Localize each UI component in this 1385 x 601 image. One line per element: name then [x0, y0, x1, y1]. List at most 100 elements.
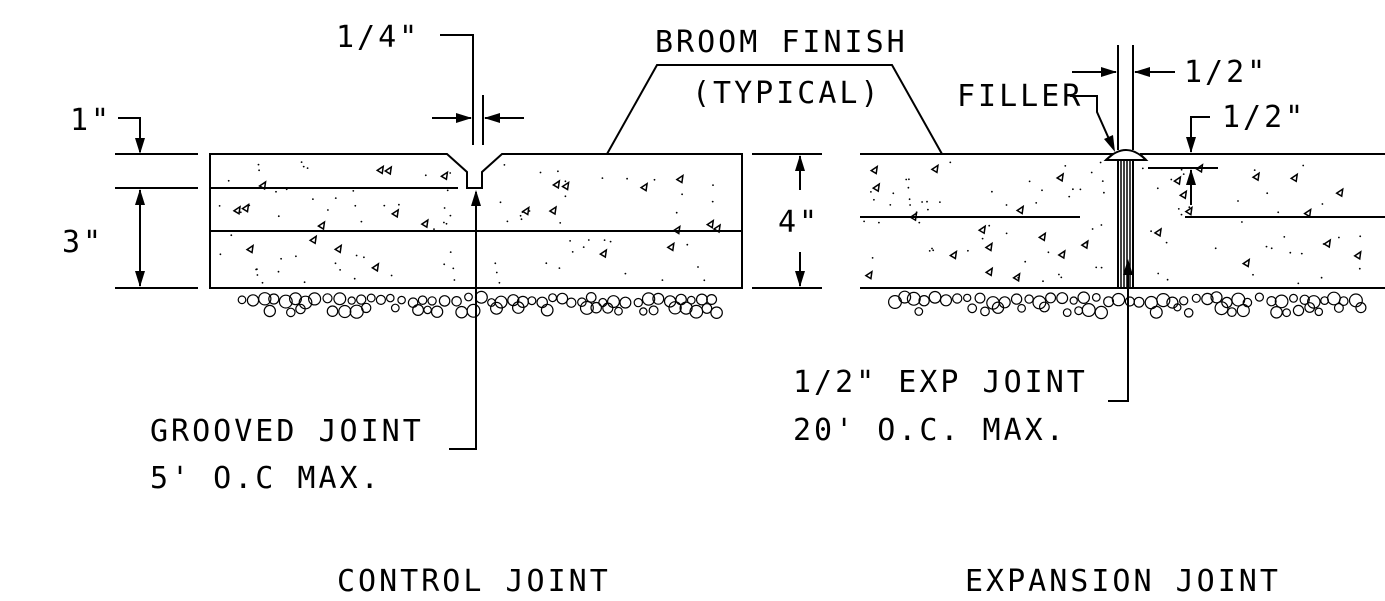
stipple-dot [918, 221, 921, 224]
gravel-stone [1326, 291, 1341, 306]
stipple-dot [255, 268, 257, 271]
stipple-dot [1297, 282, 1300, 285]
aggregate-triangle [370, 262, 380, 273]
stipple-dot [312, 198, 314, 201]
stipple-dot [300, 161, 303, 164]
stipple-dot [446, 189, 449, 192]
stipple-dot [926, 200, 928, 203]
stipple-dot [1241, 221, 1243, 223]
gravel-stone [258, 292, 272, 306]
gravel-stone [1333, 302, 1344, 313]
stipple-dot [1028, 180, 1031, 183]
aggregate-triangle [1303, 208, 1312, 218]
stipple-dot [1058, 273, 1060, 276]
stipple-dot [443, 207, 446, 209]
stipple-dot [681, 193, 683, 196]
gravel-stone [887, 295, 902, 310]
aggregate-triangle [1251, 171, 1261, 182]
aggregate-triangle [308, 234, 318, 245]
stipple-dot [905, 178, 908, 181]
stipple-dot [675, 211, 678, 214]
aggregate-triangle [1055, 172, 1065, 183]
stipple-dot [498, 281, 501, 284]
gravel-stone [1183, 307, 1194, 318]
gravel-stone [375, 294, 386, 305]
aggregate-triangle [548, 205, 557, 216]
stipple-dot [1300, 252, 1303, 255]
gravel-stone [980, 306, 990, 317]
aggregate-triangle [241, 203, 250, 213]
gravel-stone [906, 291, 921, 306]
gravel-stone [1274, 294, 1289, 309]
gravel-stone [1166, 296, 1179, 309]
gravel-stone [464, 292, 473, 302]
stipple-dot [1095, 266, 1098, 269]
gravel-stone [689, 304, 704, 319]
aggregate-triangle [705, 219, 715, 229]
broom-finish-label: BROOM FINISH [655, 25, 908, 60]
stipple-dot [219, 253, 222, 256]
aggregate-triangle [984, 241, 993, 252]
stipple-dot [909, 204, 911, 206]
stipple-dot [991, 190, 993, 193]
expansion-joint-title: EXPANSION JOINT [965, 564, 1281, 599]
gravel-stone [1292, 304, 1305, 317]
gravel-stone [1091, 293, 1101, 302]
stipple-dot [275, 190, 277, 193]
stipple-dot [261, 281, 264, 284]
stipple-dot [354, 204, 357, 207]
stipple-dot [931, 247, 933, 250]
aggregate-triangle [383, 165, 393, 176]
stipple-dot [1180, 168, 1183, 171]
gravel-stone [1081, 303, 1096, 318]
aggregate-triangle [1012, 272, 1021, 283]
stipple-dot [218, 205, 221, 207]
stipple-dot [258, 169, 260, 172]
aggregate-triangle [1178, 189, 1188, 200]
gravel-stone [1062, 308, 1072, 318]
stipple-dot [564, 195, 567, 198]
aggregate-triangle [1080, 239, 1089, 250]
aggregate-triangle [672, 224, 681, 235]
gravel-stone [548, 293, 558, 303]
gravel-stone [952, 293, 963, 304]
stipple-dot [711, 200, 714, 203]
gravel-stone [1074, 306, 1084, 316]
stipple-dot [227, 179, 230, 182]
stipple-dot [239, 211, 242, 214]
dim-3-inch-label: 3" [62, 225, 104, 260]
gravel-stone [652, 292, 665, 305]
gravel-stone [614, 306, 623, 316]
aggregate-triangle [984, 266, 994, 277]
gravel-stone [566, 297, 577, 308]
gravel-stone [417, 295, 428, 305]
stipple-dot [661, 279, 664, 281]
gravel-stone [390, 303, 400, 313]
stipple-dot [506, 220, 509, 223]
stipple-dot [697, 266, 699, 268]
stipple-dot [353, 277, 356, 280]
gravel-stone [527, 296, 537, 306]
dim-3-inch-line [135, 189, 145, 287]
aggregate-triangle [420, 218, 429, 229]
gravel-stone [701, 303, 713, 314]
groove-width-label: 1/4" [336, 20, 420, 55]
stipple-dot [355, 254, 358, 257]
gravel-stone [1270, 305, 1283, 319]
aggregate-triangle [1037, 231, 1047, 242]
gravel-stone [1024, 294, 1034, 304]
gravel-stone [963, 293, 972, 303]
stipple-dot [1277, 211, 1280, 214]
stipple-dot [712, 184, 714, 187]
stipple-dot [449, 214, 452, 217]
aggregate-base [237, 290, 723, 319]
stipple-dot [306, 167, 309, 170]
gravel-stone [974, 292, 986, 304]
gravel-stone [412, 304, 425, 317]
stipple-dot [653, 178, 656, 181]
stipple-dot [908, 178, 910, 181]
stipple-dot [932, 249, 935, 252]
gap-width-label: 1/2" [1184, 55, 1268, 90]
stipple-dot [1100, 266, 1103, 269]
stipple-dot [1156, 187, 1159, 190]
